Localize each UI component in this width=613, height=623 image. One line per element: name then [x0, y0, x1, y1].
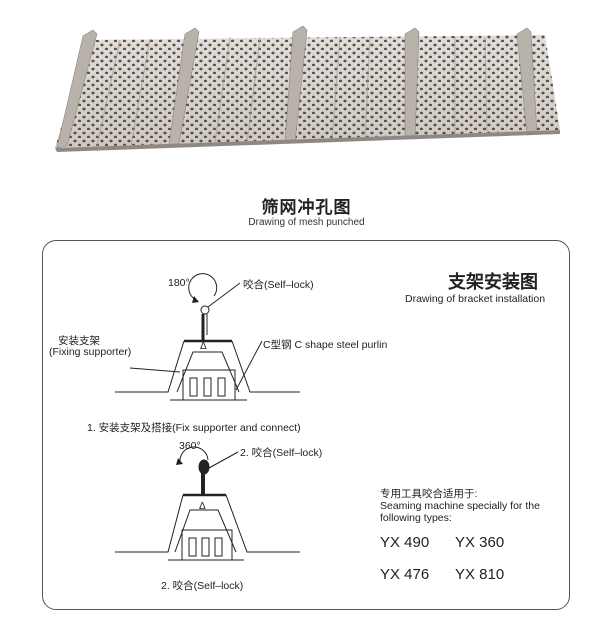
- triangle-mark-2: Δ: [199, 501, 206, 512]
- lower-assembly: [115, 446, 300, 561]
- step-1-caption: 1. 安装支架及搭接(Fix supporter and connect): [87, 422, 301, 434]
- purlin-label: C型钢 C shape steel purlin: [263, 339, 388, 351]
- triangle-mark-1: Δ: [200, 341, 207, 352]
- self-lock-label: 咬合(Self–lock): [243, 279, 314, 291]
- model-yx-476: YX 476: [380, 566, 430, 583]
- seaming-heading-en-2: following types:: [380, 512, 452, 524]
- model-yx-810: YX 810: [455, 566, 505, 583]
- fixing-supporter-cn-label: 安装支架: [58, 335, 100, 347]
- bracket-title: 支架安装图: [448, 272, 538, 293]
- angle-180-label: 180°: [168, 277, 190, 289]
- self-lock-step-label: 2. 咬合(Self–lock): [240, 447, 323, 459]
- model-yx-490: YX 490: [380, 534, 430, 551]
- fixing-supporter-en-label: (Fixing supporter): [49, 346, 132, 358]
- mesh-title: 筛网冲孔图: [261, 198, 352, 218]
- seaming-heading-en-1: Seaming machine specially for the: [380, 500, 540, 512]
- seaming-heading-cn: 专用工具咬合适用于:: [380, 488, 478, 500]
- mesh-subtitle: Drawing of mesh punched: [248, 217, 365, 228]
- step-2-caption: 2. 咬合(Self–lock): [161, 580, 244, 592]
- diagram-frame: [42, 240, 570, 610]
- bracket-subtitle: Drawing of bracket installation: [405, 293, 546, 305]
- angle-360-label: 360°: [179, 440, 201, 452]
- perforated-panel-image: [55, 25, 560, 152]
- model-yx-360: YX 360: [455, 534, 505, 551]
- upper-assembly: [115, 273, 300, 401]
